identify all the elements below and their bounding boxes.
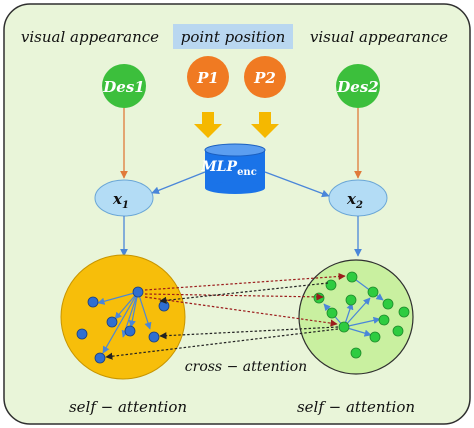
right-point	[398, 306, 410, 318]
mlp-encoder-cylinder	[204, 143, 266, 194]
x2-label: x2	[346, 190, 363, 211]
p1-label: P1	[196, 69, 219, 87]
p2-node	[244, 56, 286, 98]
self-attention-link	[343, 316, 381, 328]
cross-attention-link	[144, 272, 346, 291]
p2-label: P2	[253, 69, 276, 87]
left-point	[76, 328, 88, 340]
self-attention-link	[97, 291, 139, 305]
right-point	[350, 347, 362, 359]
left-point	[106, 316, 118, 328]
self-attention-left-label: self − attention	[69, 398, 187, 416]
right-point	[382, 298, 394, 310]
mlp-to-x1-arrow	[151, 171, 206, 195]
right-point	[369, 331, 381, 343]
left-point	[158, 300, 170, 312]
self-attention-link	[343, 297, 371, 328]
right-point	[392, 325, 404, 337]
des1-label: Des1	[102, 78, 144, 96]
des2-node	[336, 64, 380, 108]
point-position-label: point position	[181, 28, 286, 46]
right-point	[367, 286, 379, 298]
right-point	[378, 314, 390, 326]
right-point	[345, 294, 357, 306]
visual-appearance-right-label: visual appearance	[310, 28, 448, 46]
down-arrow-icon	[251, 112, 279, 138]
point-position-label-box	[173, 24, 293, 49]
mlp-label: MLPenc	[200, 159, 257, 178]
cross-attention-link	[159, 282, 329, 304]
cross-attention-link	[144, 296, 338, 327]
right-point	[325, 279, 337, 291]
x1-label: x1	[112, 190, 129, 211]
self-attention-link	[351, 276, 384, 301]
cross-attention-link	[159, 326, 339, 340]
des2-label: Des2	[336, 78, 378, 96]
self-attention-right-label: self − attention	[297, 398, 415, 416]
cross-attention-link	[105, 328, 339, 360]
self-attention-link	[102, 291, 139, 354]
left-point	[132, 286, 144, 298]
right-point	[346, 271, 358, 283]
self-attention-link	[137, 291, 152, 330]
right-point	[313, 292, 325, 304]
left-point	[87, 296, 99, 308]
left-point	[94, 352, 106, 364]
self-attention-link	[114, 291, 139, 320]
des1-node	[102, 64, 146, 108]
cross-attention-label: cross − attention	[185, 359, 307, 375]
p1-node	[187, 56, 229, 98]
right-point	[326, 307, 338, 319]
right-point	[338, 321, 350, 333]
mlp-to-x2-arrow	[264, 171, 330, 198]
down-arrow-icon	[194, 112, 222, 138]
visual-appearance-left-label: visual appearance	[21, 28, 159, 46]
left-point	[148, 331, 160, 343]
self-attention-link	[128, 291, 139, 328]
left-point	[124, 325, 136, 337]
